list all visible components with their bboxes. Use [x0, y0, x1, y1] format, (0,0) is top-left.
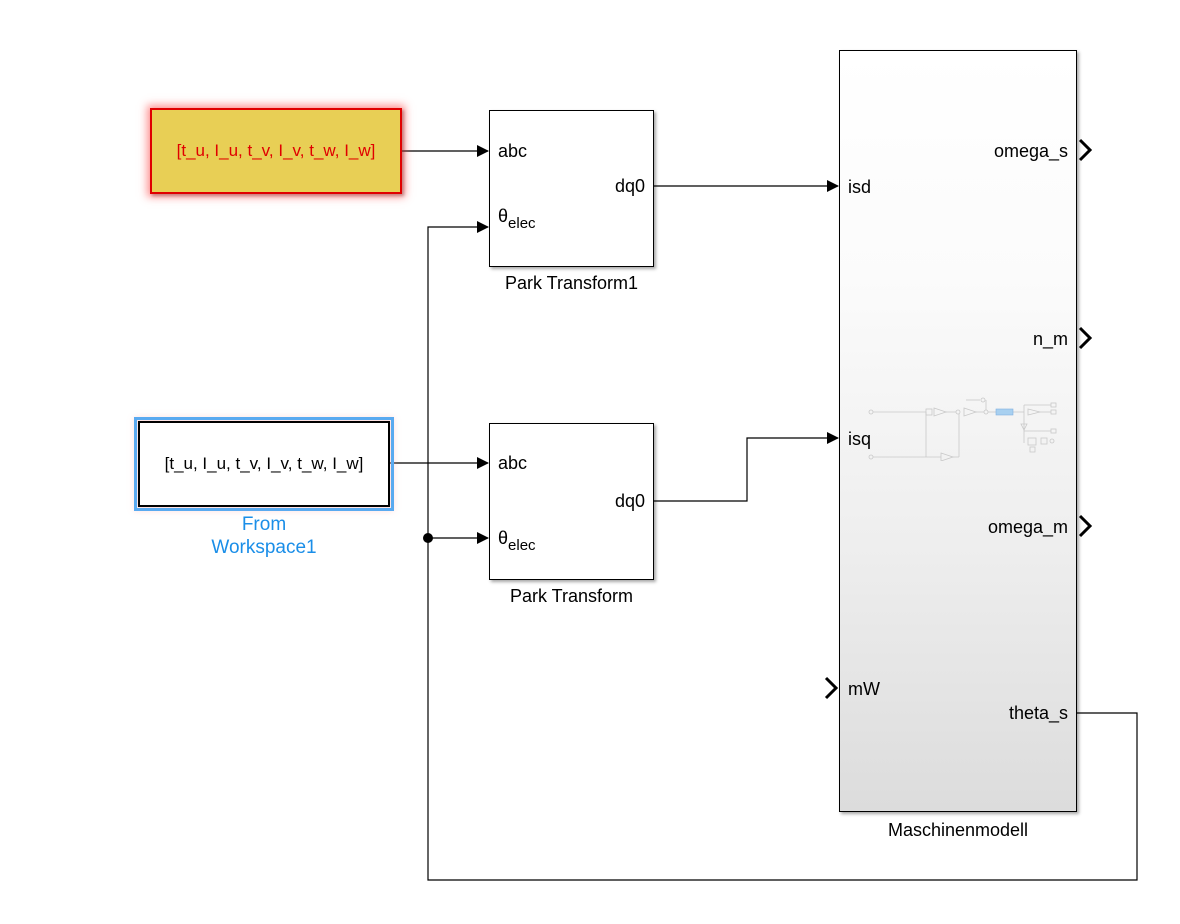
label-line-1: From	[241, 514, 287, 535]
theta-subscript: elec	[508, 215, 536, 232]
port-abc-label: abc	[498, 453, 528, 473]
from-workspace1-block[interactable]: [t_u, I_u, t_v, I_v, t_w, I_w]	[134, 417, 394, 511]
branch-point	[423, 533, 433, 543]
outport-omega-s-icon	[1078, 138, 1093, 162]
from-variable-text: [t_u, I_u, t_v, I_v, t_w, I_w]	[176, 141, 376, 160]
port-abc-label: abc	[498, 141, 528, 161]
wire-park-dq0-to-isq[interactable]	[654, 432, 839, 502]
port-dq0-label: dq0	[614, 491, 645, 511]
maschinenmodell-subsystem[interactable]: isd isq mW omega_s n_m omega_m theta_s	[839, 50, 1077, 812]
from-workspace1-label[interactable]: From Workspace1	[138, 513, 390, 559]
label-line-2: Workspace1	[211, 537, 317, 558]
inport-mw-icon	[824, 676, 839, 700]
park-transform-label[interactable]: Park Transform	[509, 586, 634, 606]
from-variable-text: [t_u, I_u, t_v, I_v, t_w, I_w]	[164, 454, 364, 473]
outport-omega-m-icon	[1078, 514, 1093, 538]
wire-theta-branch-to-park1[interactable]	[427, 221, 489, 538]
subsystem-preview-icon	[868, 397, 1057, 461]
outport-n-m-label: n_m	[1032, 329, 1068, 349]
port-theta-elec-label: θelec	[498, 206, 536, 232]
outport-omega-m-label: omega_m	[987, 517, 1068, 537]
port-dq0-label: dq0	[614, 176, 645, 196]
maschinenmodell-label[interactable]: Maschinenmodell	[887, 820, 1029, 840]
outport-theta-s-label: theta_s	[1008, 703, 1068, 723]
inport-isd-label: isd	[848, 177, 872, 197]
inport-mw-label: mW	[848, 679, 880, 699]
inport-isq-label: isq	[848, 429, 872, 449]
theta-subscript: elec	[508, 537, 536, 554]
port-theta-elec-label: θelec	[498, 528, 536, 554]
park-transform1-label[interactable]: Park Transform1	[504, 273, 639, 293]
park-transform1-block[interactable]: abc dq0 θelec	[489, 110, 654, 267]
theta-symbol: θ	[498, 206, 509, 226]
park-transform-block[interactable]: abc dq0 θelec	[489, 423, 654, 580]
wire-theta-s-feedback[interactable]	[427, 532, 1138, 881]
outport-omega-s-label: omega_s	[993, 141, 1068, 161]
from-workspace-block-highlighted[interactable]: [t_u, I_u, t_v, I_v, t_w, I_w]	[150, 108, 402, 194]
outport-n-m-icon	[1078, 326, 1093, 350]
theta-symbol: θ	[498, 528, 509, 548]
